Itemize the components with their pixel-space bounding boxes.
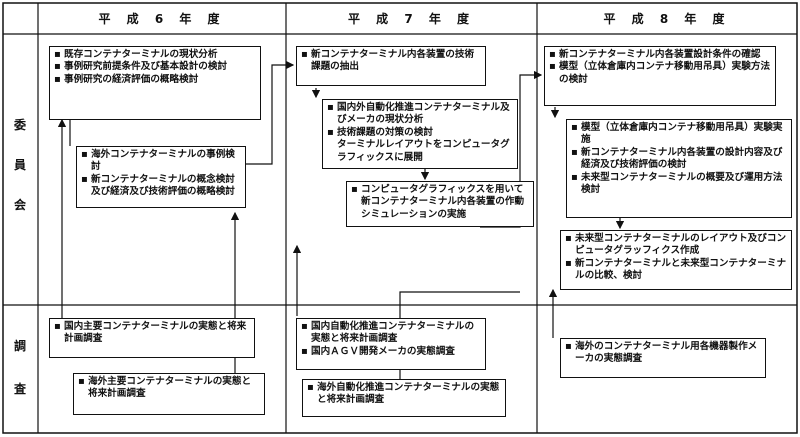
item: 新コンテナターミナルの概念検討及び経済及び技術評価の概略検討 bbox=[81, 174, 241, 199]
arrow-c6b-to-c7a bbox=[246, 60, 295, 165]
side-label-committee-3: 会 bbox=[13, 198, 26, 212]
item: 未来型コンテナターミナルの概要及び運用方法検討 bbox=[571, 172, 787, 197]
box-y8-committee-conditions: 新コンテナターミナル内各装置設計条件の確認 模型（立体倉庫内コンテナ移動用吊具）… bbox=[544, 46, 776, 106]
item: コンピュータグラフィックスを用いて新コンテナターミナル内各装置の作動シミュレーシ… bbox=[351, 184, 529, 221]
header-year-8: 平 成 8 年 度 bbox=[603, 12, 731, 26]
box-y7-committee-analysis: 国内外自動化推進コンテナターミナル及びメーカの現状分析 技術課題の対策の検討 タ… bbox=[322, 99, 518, 169]
item: 事例研究前提条件及び基本設計の検討 bbox=[54, 61, 256, 74]
item: 国内主要コンテナターミナルの実態と将来計画調査 bbox=[54, 321, 250, 346]
arrow-c7c-to-c8a bbox=[480, 70, 543, 228]
item: 既存コンテナターミナルの現状分析 bbox=[54, 49, 256, 62]
box-y8-committee-model: 模型（立体倉庫内コンテナ移動用吊具）実験実施 新コンテナターミナル内各装置の設計… bbox=[566, 119, 792, 218]
item: 模型（立体倉庫内コンテナ移動用吊具）実験実施 bbox=[571, 122, 787, 147]
item: 新コンテナターミナル内各装置設計条件の確認 bbox=[549, 49, 771, 62]
item: ターミナルレイアウトをコンピュータグラフィックスに展開 bbox=[337, 139, 510, 163]
box-y7-committee-simulation: コンピュータグラフィックスを用いて新コンテナターミナル内各装置の作動シミュレーシ… bbox=[346, 181, 534, 227]
box-y8-survey-makers: 海外のコンテナターミナル用各機器製作メーカの実態調査 bbox=[560, 338, 766, 378]
box-y6-committee-analysis: 既存コンテナターミナルの現状分析 事例研究前提条件及び基本設計の検討 事例研究の… bbox=[49, 46, 261, 120]
item: 未来型コンテナターミナルのレイアウト及びコンピュータグラッフィクス作成 bbox=[565, 233, 787, 258]
box-y6-survey-domestic: 国内主要コンテナターミナルの実態と将来計画調査 bbox=[49, 318, 255, 358]
box-y7-committee-issues: 新コンテナターミナル内各装置の技術課題の抽出 bbox=[296, 46, 486, 86]
item: 新コンテナターミナル内各装置の設計内容及び経済及び技術評価の検討 bbox=[571, 147, 787, 172]
side-label-committee-1: 委 bbox=[13, 118, 26, 132]
item: 国内ＡＧＶ開発メーカの実態調査 bbox=[301, 346, 481, 359]
box-y6-committee-overseas: 海外コンテナターミナルの事例検討 新コンテナターミナルの概念検討及び経済及び技術… bbox=[76, 146, 246, 208]
item: 新コンテナターミナル内各装置の技術課題の抽出 bbox=[301, 49, 481, 74]
box-y6-survey-overseas: 海外主要コンテナターミナルの実態と将来計画調査 bbox=[73, 373, 265, 415]
side-label-committee-2: 員 bbox=[13, 158, 26, 172]
header-year-7: 平 成 7 年 度 bbox=[347, 12, 476, 26]
item: 海外コンテナターミナルの事例検討 bbox=[81, 149, 241, 174]
item: 海外自動化推進コンテナターミナルの実態と将来計画調査 bbox=[307, 382, 501, 407]
side-label-survey-1: 調 bbox=[13, 339, 26, 353]
side-label-survey-2: 査 bbox=[13, 382, 26, 396]
item: 国内外自動化推進コンテナターミナル及びメーカの現状分析 bbox=[327, 102, 513, 127]
item: 国内自動化推進コンテナターミナルの実態と将来計画調査 bbox=[301, 321, 481, 346]
item: 模型（立体倉庫内コンテナ移動用吊具）実験方法の検討 bbox=[549, 61, 771, 86]
box-y7-survey-overseas: 海外自動化推進コンテナターミナルの実態と将来計画調査 bbox=[302, 379, 506, 417]
box-y8-committee-future: 未来型コンテナターミナルのレイアウト及びコンピュータグラッフィクス作成 新コンテ… bbox=[560, 230, 792, 290]
item: 事例研究の経済評価の概略検討 bbox=[54, 74, 256, 87]
item: 海外のコンテナターミナル用各機器製作メーカの実態調査 bbox=[565, 341, 761, 366]
header-year-6: 平 成 6 年 度 bbox=[98, 12, 226, 26]
item: 海外主要コンテナターミナルの実態と将来計画調査 bbox=[78, 376, 260, 401]
box-y7-survey-domestic: 国内自動化推進コンテナターミナルの実態と将来計画調査 国内ＡＧＶ開発メーカの実態… bbox=[296, 318, 486, 370]
item: 技術課題の対策の検討 bbox=[327, 127, 513, 140]
item: 新コンテナターミナルと未来型コンテナターミナルの比較、検討 bbox=[565, 258, 787, 283]
